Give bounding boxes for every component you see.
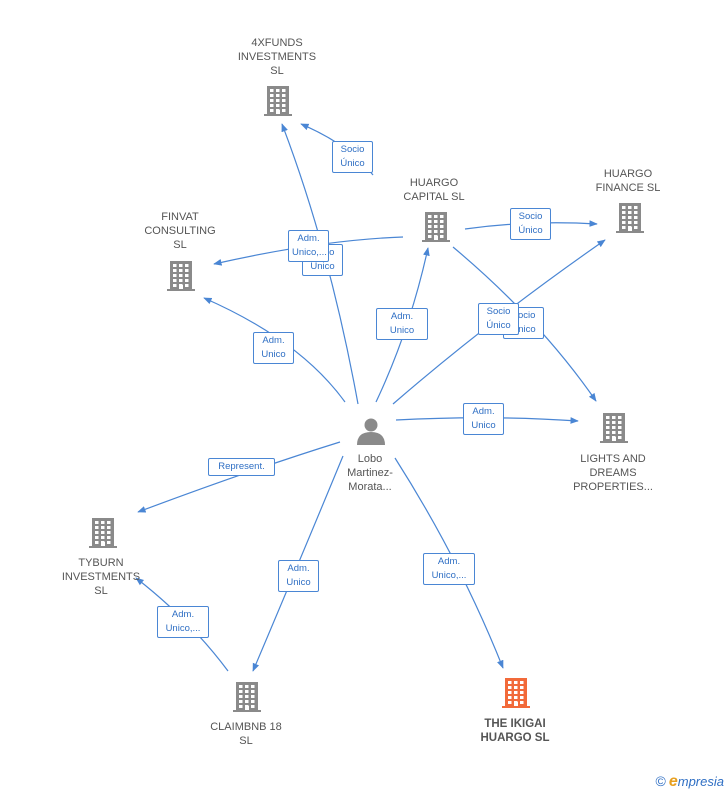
building-icon[interactable] <box>422 212 450 242</box>
edge-line <box>137 441 341 513</box>
edge-label[interactable]: Socio Único <box>478 303 519 335</box>
building-icon[interactable] <box>502 678 530 708</box>
building-icon[interactable] <box>167 261 195 291</box>
building-icon[interactable] <box>233 682 261 712</box>
node-label-tyburn[interactable]: TYBURN INVESTMENTS SL <box>61 557 141 597</box>
icons-layer <box>89 86 644 712</box>
edge-label[interactable]: Adm. Unico <box>278 560 319 592</box>
node-label-huargo-finance[interactable]: HUARGO FINANCE SL <box>595 168 661 194</box>
edge-label[interactable]: Socio Único <box>332 141 373 173</box>
node-label-huargo-capital[interactable]: HUARGO CAPITAL SL <box>403 177 465 203</box>
edges-layer <box>135 123 606 672</box>
copyright-symbol: © <box>655 773 666 789</box>
brand-logo-text: mpresia <box>677 774 724 789</box>
node-label-ikigai[interactable]: THE IKIGAI HUARGO SL <box>480 718 550 744</box>
building-icon[interactable] <box>264 86 292 116</box>
building-icon[interactable] <box>616 203 644 233</box>
edge-label[interactable]: Represent. <box>208 458 275 476</box>
footer-brand: ©empresia <box>656 773 724 791</box>
edge-label[interactable]: Adm. Unico <box>253 332 294 364</box>
edge-label[interactable]: Adm. Unico,... <box>423 553 475 585</box>
person-icon[interactable] <box>357 418 385 446</box>
node-label-lights[interactable]: LIGHTS AND DREAMS PROPERTIES... <box>573 453 653 493</box>
edge-label[interactable]: Adm. Unico <box>463 403 504 435</box>
building-icon[interactable] <box>600 413 628 443</box>
building-icon[interactable] <box>89 518 117 548</box>
edge-label[interactable]: Adm. Unico,... <box>157 606 209 638</box>
node-label-lobo[interactable]: Lobo Martinez- Morata... <box>347 453 393 493</box>
node-label-4xfunds[interactable]: 4XFUNDS INVESTMENTS SL <box>237 37 317 77</box>
node-label-finvat[interactable]: FINVAT CONSULTING SL <box>144 211 216 251</box>
edge-label[interactable]: Adm. Unico <box>376 308 428 340</box>
node-label-claimbnb[interactable]: CLAIMBNB 18 SL <box>210 721 282 747</box>
edge-label[interactable]: Adm. Unico,... <box>288 230 329 262</box>
brand-logo-e: e <box>668 773 678 790</box>
edge-label[interactable]: Socio Único <box>510 208 551 240</box>
